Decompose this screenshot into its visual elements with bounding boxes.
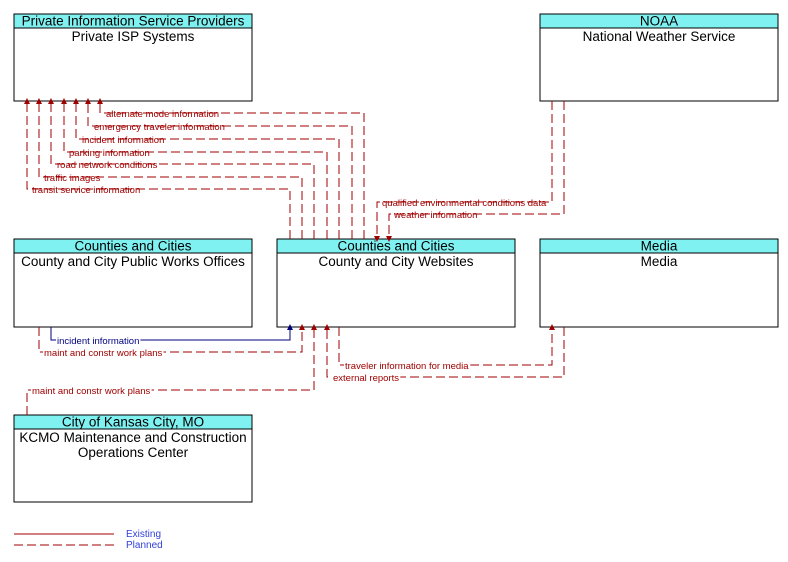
flow-line-road-network: [48, 98, 315, 239]
box-title: County and City Websites: [318, 254, 473, 269]
flow-line-traffic-images: [36, 98, 303, 239]
flow-label-bg: [43, 348, 164, 359]
box-header: City of Kansas City, MO: [62, 415, 204, 430]
box-header: Private Information Service Providers: [22, 14, 245, 29]
flow-label-bg: [31, 386, 152, 397]
flow-line-parking: [61, 98, 328, 239]
flow-label-external-reports: external reports: [333, 373, 399, 384]
legend-planned-label: Planned: [126, 540, 163, 551]
flow-label-transit-service: transit service information: [32, 185, 140, 196]
box-header: NOAA: [640, 14, 678, 29]
flow-line-incident-isp: [73, 98, 340, 239]
flow-line-alternate-mode: [97, 98, 365, 239]
flow-label-road-network: road network conditions: [57, 160, 158, 171]
box-header: Media: [641, 239, 678, 254]
flow-label-maint-kcmo: maint and constr work plans: [32, 386, 151, 397]
box-county-websites[interactable]: Counties and Cities County and City Webs…: [276, 238, 516, 328]
flow-label-bg: [344, 361, 471, 372]
box-media[interactable]: Media Media: [539, 238, 779, 328]
flow-line-transit-service: [24, 98, 291, 239]
legend-existing-label: Existing: [126, 529, 161, 540]
flow-label-bg: [56, 336, 141, 347]
flow-label-maint-pw: maint and constr work plans: [44, 348, 163, 359]
box-kcmo[interactable]: City of Kansas City, MO KCMO Maintenance…: [13, 414, 253, 503]
box-noaa[interactable]: NOAA National Weather Service: [539, 13, 779, 102]
flow-label-alternate-mode: alternate mode information: [106, 109, 219, 120]
flow-label-qualified-env: qualified environmental conditions data: [382, 198, 547, 209]
box-header: Counties and Cities: [337, 239, 454, 254]
flow-line-traveler-media: [338, 324, 555, 366]
box-title-line-1: KCMO Maintenance and Construction: [19, 430, 246, 445]
flow-label-bg: [332, 373, 401, 384]
box-title: Media: [641, 254, 678, 269]
box-title: County and City Public Works Offices: [21, 254, 245, 269]
box-private-isp[interactable]: Private Information Service Providers Pr…: [13, 13, 253, 102]
flow-label-traffic-images: traffic images: [44, 173, 101, 184]
flow-line-weather: [386, 101, 565, 242]
box-title-line-2: Operations Center: [78, 445, 189, 460]
box-title: Private ISP Systems: [72, 29, 195, 44]
legend: Existing Planned: [14, 529, 163, 551]
box-header: Counties and Cities: [74, 239, 191, 254]
box-public-works[interactable]: Counties and Cities County and City Publ…: [13, 238, 253, 328]
flow-line-emergency-traveler: [85, 98, 353, 239]
flow-label-traveler-media: traveler information for media: [345, 361, 469, 372]
flow-line-qualified-env: [374, 101, 553, 242]
flow-label-incident-isp: incident information: [82, 135, 164, 146]
flow-label-incident-pw: incident information: [57, 336, 139, 347]
flow-line-incident-pw: [50, 324, 293, 341]
flow-line-maint-kcmo: [26, 324, 317, 415]
flow-label-parking: parking information: [69, 148, 150, 159]
flow-label-emergency-traveler: emergency traveler information: [94, 122, 225, 133]
flow-line-external-reports: [324, 324, 565, 378]
box-title: National Weather Service: [583, 29, 736, 44]
flow-line-maint-pw: [38, 324, 305, 353]
flow-label-weather: weather information: [393, 210, 477, 221]
